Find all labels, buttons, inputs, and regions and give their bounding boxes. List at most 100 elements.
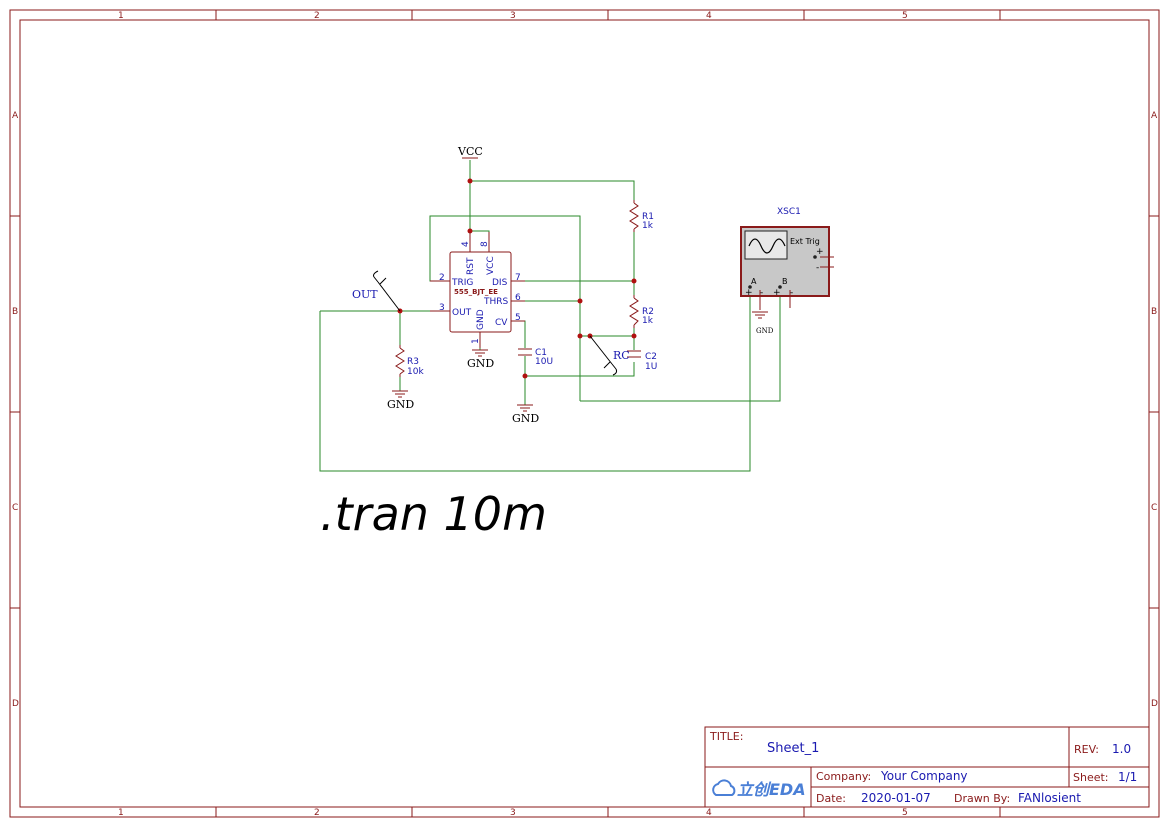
sheet-label: Sheet: [1073, 771, 1109, 784]
ext-trig-label: Ext Trig [790, 237, 820, 246]
pin-name-dis: DIS [492, 278, 508, 288]
pin-name-trig: TRIG [451, 278, 473, 288]
logo-text: 立创EDA [737, 780, 806, 799]
resistor-r2[interactable]: R2 1k [629, 295, 654, 328]
gnd-symbol-r3[interactable]: GND [387, 390, 414, 411]
scope-display [744, 230, 788, 260]
pin-name-gnd: GND [476, 309, 486, 330]
sheet-frame [9, 9, 1160, 818]
zone-col-label: 1 [118, 11, 124, 21]
junction-dot [522, 373, 528, 379]
resistor-ref: R3 [407, 357, 419, 367]
sine-wave-icon [748, 238, 786, 254]
vcc-power-symbol[interactable]: VCC [457, 145, 483, 159]
title-value: Sheet_1 [767, 741, 819, 756]
eda-logo: 立创EDA [712, 779, 806, 799]
zone-col-label: 5 [902, 11, 908, 21]
capacitor-value: 10U [535, 357, 553, 367]
channel-b-label: B [782, 277, 788, 286]
terminal-b-plus[interactable] [778, 285, 782, 289]
zone-labels: 1 2 3 4 5 1 2 3 4 5 A B C D A B C D [12, 11, 1158, 818]
pin-number: 1 [471, 338, 481, 344]
trig-minus-label: - [816, 263, 819, 273]
zone-row-label: C [1151, 503, 1157, 513]
zone-row-label: C [12, 503, 18, 513]
probe-out[interactable]: OUT [352, 270, 401, 312]
pin-name-rst: RST [466, 257, 476, 275]
capacitor-c2[interactable]: C2 1U [627, 350, 657, 372]
probe-rc-label: RC [613, 349, 630, 362]
pin-name-vcc: VCC [486, 256, 496, 275]
gnd-label: GND [467, 357, 494, 370]
capacitor-c1[interactable]: C1 10U [518, 348, 553, 367]
pin-number: 3 [439, 303, 445, 313]
resistor-ref: R1 [642, 212, 654, 222]
pin-name-thrs: THRS [483, 297, 509, 307]
drawn-by-label: Drawn By: [954, 792, 1010, 805]
company-value: Your Company [880, 769, 968, 783]
plus-a-label: + [745, 288, 753, 298]
resistor-value: 10k [407, 367, 424, 377]
oscilloscope-ref: XSC1 [777, 207, 801, 217]
trig-plus-label: + [816, 247, 824, 257]
resistor-r1[interactable]: R1 1k [629, 200, 654, 232]
zone-col-label: 5 [902, 808, 908, 818]
resistor-ref: R2 [642, 307, 654, 317]
gnd-label: GND [387, 398, 414, 411]
pin-number: 5 [515, 313, 521, 323]
pin-number: 2 [439, 273, 445, 283]
junction-dot [467, 228, 473, 234]
cloud-icon [712, 779, 736, 796]
junction-dot [631, 278, 637, 284]
simulation-directive[interactable]: .tran 10m [320, 487, 547, 541]
minus-b-label: - [790, 288, 793, 298]
zone-col-label: 1 [118, 808, 124, 818]
title-label: TITLE: [709, 730, 743, 743]
sheet-value: 1/1 [1118, 770, 1137, 784]
zone-col-label: 4 [706, 808, 712, 818]
pin-number: 6 [515, 293, 521, 303]
zone-col-label: 4 [706, 11, 712, 21]
capacitor-ref: C2 [645, 352, 657, 362]
gnd-symbol-c1[interactable]: GND [512, 404, 539, 425]
zone-col-label: 3 [510, 11, 516, 21]
capacitor-ref: C1 [535, 348, 547, 358]
ic-555[interactable]: TRIG OUT DIS THRS CV RST VCC GND 555_BJT… [430, 232, 525, 348]
probe-out-label: OUT [352, 288, 378, 301]
junction-dot [577, 298, 583, 304]
pin-number: 4 [461, 241, 471, 247]
terminal-a-plus[interactable] [748, 285, 752, 289]
zone-col-label: 3 [510, 808, 516, 818]
probe-rc[interactable]: RC [589, 335, 630, 376]
resistor-value: 1k [642, 221, 654, 231]
vcc-label: VCC [457, 145, 483, 158]
wires[interactable] [319, 160, 781, 472]
plus-b-label: + [773, 288, 781, 298]
resistor-r3[interactable]: R3 10k [395, 345, 424, 377]
gnd-label: GND [512, 412, 539, 425]
channel-a-label: A [751, 277, 757, 286]
gnd-symbol-555[interactable]: GND [467, 349, 494, 370]
ic-part-label: 555_BJT_EE [454, 288, 498, 296]
zone-row-label: D [12, 699, 19, 709]
terminal-trig-plus[interactable] [813, 255, 817, 259]
rev-label: REV: [1074, 743, 1099, 756]
date-value: 2020-01-07 [861, 791, 931, 805]
junction-dot [631, 333, 637, 339]
zone-row-label: A [1151, 111, 1158, 121]
zone-row-label: B [1151, 307, 1157, 317]
title-block: TITLE: Sheet_1 REV: 1.0 Company: Your Co… [704, 726, 1150, 808]
oscilloscope-xsc1[interactable]: XSC1 Ext Trig A B + - + - + - GND [740, 207, 834, 335]
zone-row-label: A [12, 111, 19, 121]
minus-a-label: - [760, 288, 763, 298]
resistor-value: 1k [642, 316, 654, 326]
company-label: Company: [816, 770, 871, 783]
pin-name-cv: CV [495, 318, 508, 328]
zone-row-label: D [1151, 699, 1158, 709]
zone-col-label: 2 [314, 11, 320, 21]
junction-dot [577, 333, 583, 339]
pin-name-out: OUT [452, 308, 472, 318]
drawn-by-value: FANlosient [1018, 791, 1081, 805]
zone-row-label: B [12, 307, 18, 317]
